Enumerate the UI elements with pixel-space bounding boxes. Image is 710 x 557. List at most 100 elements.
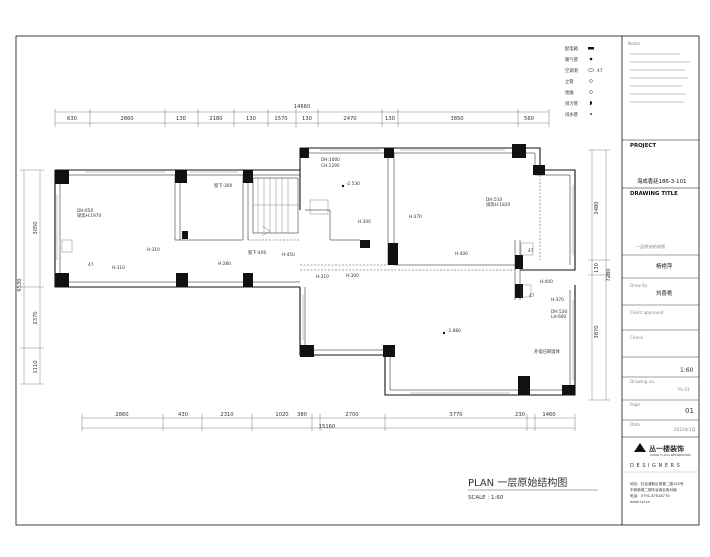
annotation-ch1290: CH:1290 bbox=[321, 163, 340, 169]
dim-bottom-4: 1020 bbox=[275, 412, 288, 418]
dim-left-3: 1110 bbox=[33, 360, 39, 373]
annotation-level-a: -2.530 bbox=[346, 181, 360, 187]
column bbox=[515, 255, 523, 269]
address-line-2: 丰和新城二期丰谷商业街对面 bbox=[630, 487, 677, 492]
annotation-sill400: 窗下:400 bbox=[248, 249, 267, 256]
dim-right-1: 3480 bbox=[594, 201, 600, 214]
date-value: 2015年1月 bbox=[674, 426, 696, 433]
drain-pipe-icon bbox=[590, 113, 592, 115]
dim-top-9: 130 bbox=[385, 116, 395, 122]
right-dimension-line bbox=[588, 149, 610, 401]
drawing-title: 一层原始结构图 bbox=[636, 243, 665, 250]
distribution-box-icon bbox=[588, 47, 594, 50]
right-block-bottom-inner bbox=[304, 287, 571, 391]
column bbox=[182, 231, 188, 239]
column bbox=[388, 243, 398, 265]
standpipe-icon bbox=[589, 79, 593, 83]
dim-top-8: 2470 bbox=[343, 116, 356, 122]
ac-hole-icon bbox=[587, 68, 595, 72]
annotation-h370-a: H:370 bbox=[409, 214, 422, 220]
annotation-h280: H:280 bbox=[218, 261, 231, 267]
dim-bottom-8: 230 bbox=[515, 412, 525, 418]
shaft bbox=[520, 242, 534, 256]
column bbox=[515, 284, 523, 298]
heating-pipe-icon bbox=[589, 57, 593, 61]
legend-label-3: 立管 bbox=[565, 78, 574, 85]
dim-top-1: 630 bbox=[67, 116, 77, 122]
column bbox=[55, 170, 69, 184]
date-label: Date bbox=[630, 422, 640, 427]
design-signature: 杨艳萍 bbox=[656, 262, 673, 270]
column bbox=[512, 144, 526, 158]
dim-top-11: 560 bbox=[524, 116, 534, 122]
column bbox=[533, 165, 545, 175]
annotation-wall-note: 外墙已砌墙体 bbox=[534, 348, 560, 355]
column bbox=[243, 170, 253, 183]
column bbox=[300, 345, 314, 357]
level-marker-icon bbox=[442, 331, 446, 335]
legend: 配电箱 暖气管 空调洞 立管 地漏 排污管 排水管 47 bbox=[565, 45, 603, 118]
title-block: Notes PROJECT 海成香廷186-3-101 DRAWING TITL… bbox=[622, 41, 699, 504]
annotation-h400-a: H:400 bbox=[455, 251, 468, 257]
sheet-border bbox=[15, 35, 700, 526]
bottom-dimension-line bbox=[81, 414, 576, 431]
page-label: Page bbox=[630, 402, 641, 407]
dim-bottom-7: 3770 bbox=[449, 412, 462, 418]
column bbox=[300, 148, 309, 158]
legend-extra-label: 47 bbox=[597, 68, 603, 74]
annotation-dh510: DH:510 bbox=[486, 197, 502, 203]
dim-top-3: 130 bbox=[176, 116, 186, 122]
top-total-dimension: 14660 bbox=[294, 104, 311, 110]
annotation-level-b: -2.880 bbox=[447, 328, 461, 334]
dim-bottom-1: 2860 bbox=[115, 412, 128, 418]
column bbox=[518, 376, 530, 395]
right-block-top-wall bbox=[300, 147, 576, 271]
level-marker-icon bbox=[341, 184, 345, 188]
dim-bottom-9: 1460 bbox=[542, 412, 555, 418]
annotation-sill300: 窗下:300 bbox=[214, 182, 233, 189]
annotation-dh530: DH:530 bbox=[551, 309, 567, 315]
plan-scale: SCALE : 1:60 bbox=[468, 495, 504, 501]
column bbox=[55, 273, 69, 287]
annotation-h310-b: H:310 bbox=[112, 265, 125, 271]
dim-top-2: 2860 bbox=[120, 116, 133, 122]
legend-label-2: 空调洞 bbox=[565, 67, 578, 74]
plan-title: PLAN 一层原始结构图 bbox=[468, 476, 567, 489]
left-dimension-line bbox=[20, 169, 44, 385]
drawn-signature: 刘喜艳 bbox=[656, 289, 673, 297]
drawing-title-heading: DRAWING TITLE bbox=[630, 191, 678, 197]
company-name: 丛一楼装饰 bbox=[649, 444, 684, 453]
drawn-by-label: Drew By bbox=[630, 283, 648, 288]
shaft bbox=[520, 284, 532, 298]
annotation-h310-a: H:310 bbox=[147, 247, 160, 253]
annotation-pipe-c: 47 bbox=[529, 293, 535, 299]
interior-partition-b bbox=[305, 209, 360, 241]
legend-label-6: 排水管 bbox=[565, 111, 579, 118]
annotation-pipe-a: 47 bbox=[88, 262, 94, 268]
partition-wall-2 bbox=[242, 175, 249, 240]
column bbox=[383, 345, 395, 357]
dim-left-1: 3050 bbox=[33, 221, 39, 234]
annotation-h300-b: H:300 bbox=[346, 273, 359, 279]
windows bbox=[56, 149, 574, 394]
bottom-total-dimension: 15160 bbox=[319, 424, 336, 430]
dim-top-4: 2180 bbox=[209, 116, 222, 122]
column bbox=[243, 273, 253, 287]
dim-bottom-6: 2700 bbox=[345, 412, 358, 418]
column bbox=[176, 273, 188, 287]
dim-bottom-2: 430 bbox=[178, 412, 188, 418]
legend-label-0: 配电箱 bbox=[565, 45, 579, 52]
company-logo-icon bbox=[634, 443, 646, 452]
client-approved-label: Client approved bbox=[630, 310, 664, 315]
address-line-1: 地址：红谷滩新区丽景二路162号 bbox=[630, 481, 684, 486]
dim-left-total: 6530 bbox=[17, 278, 23, 291]
floor-plan bbox=[54, 144, 576, 396]
shaft bbox=[309, 199, 329, 215]
column bbox=[175, 170, 187, 183]
annotation-h450: H:450 bbox=[282, 252, 295, 258]
floor-drain-icon bbox=[589, 90, 593, 94]
dim-left-2: 2370 bbox=[33, 311, 39, 324]
annotation-dh650: DH:650 bbox=[77, 208, 93, 214]
dim-top-6: 1570 bbox=[274, 116, 287, 122]
